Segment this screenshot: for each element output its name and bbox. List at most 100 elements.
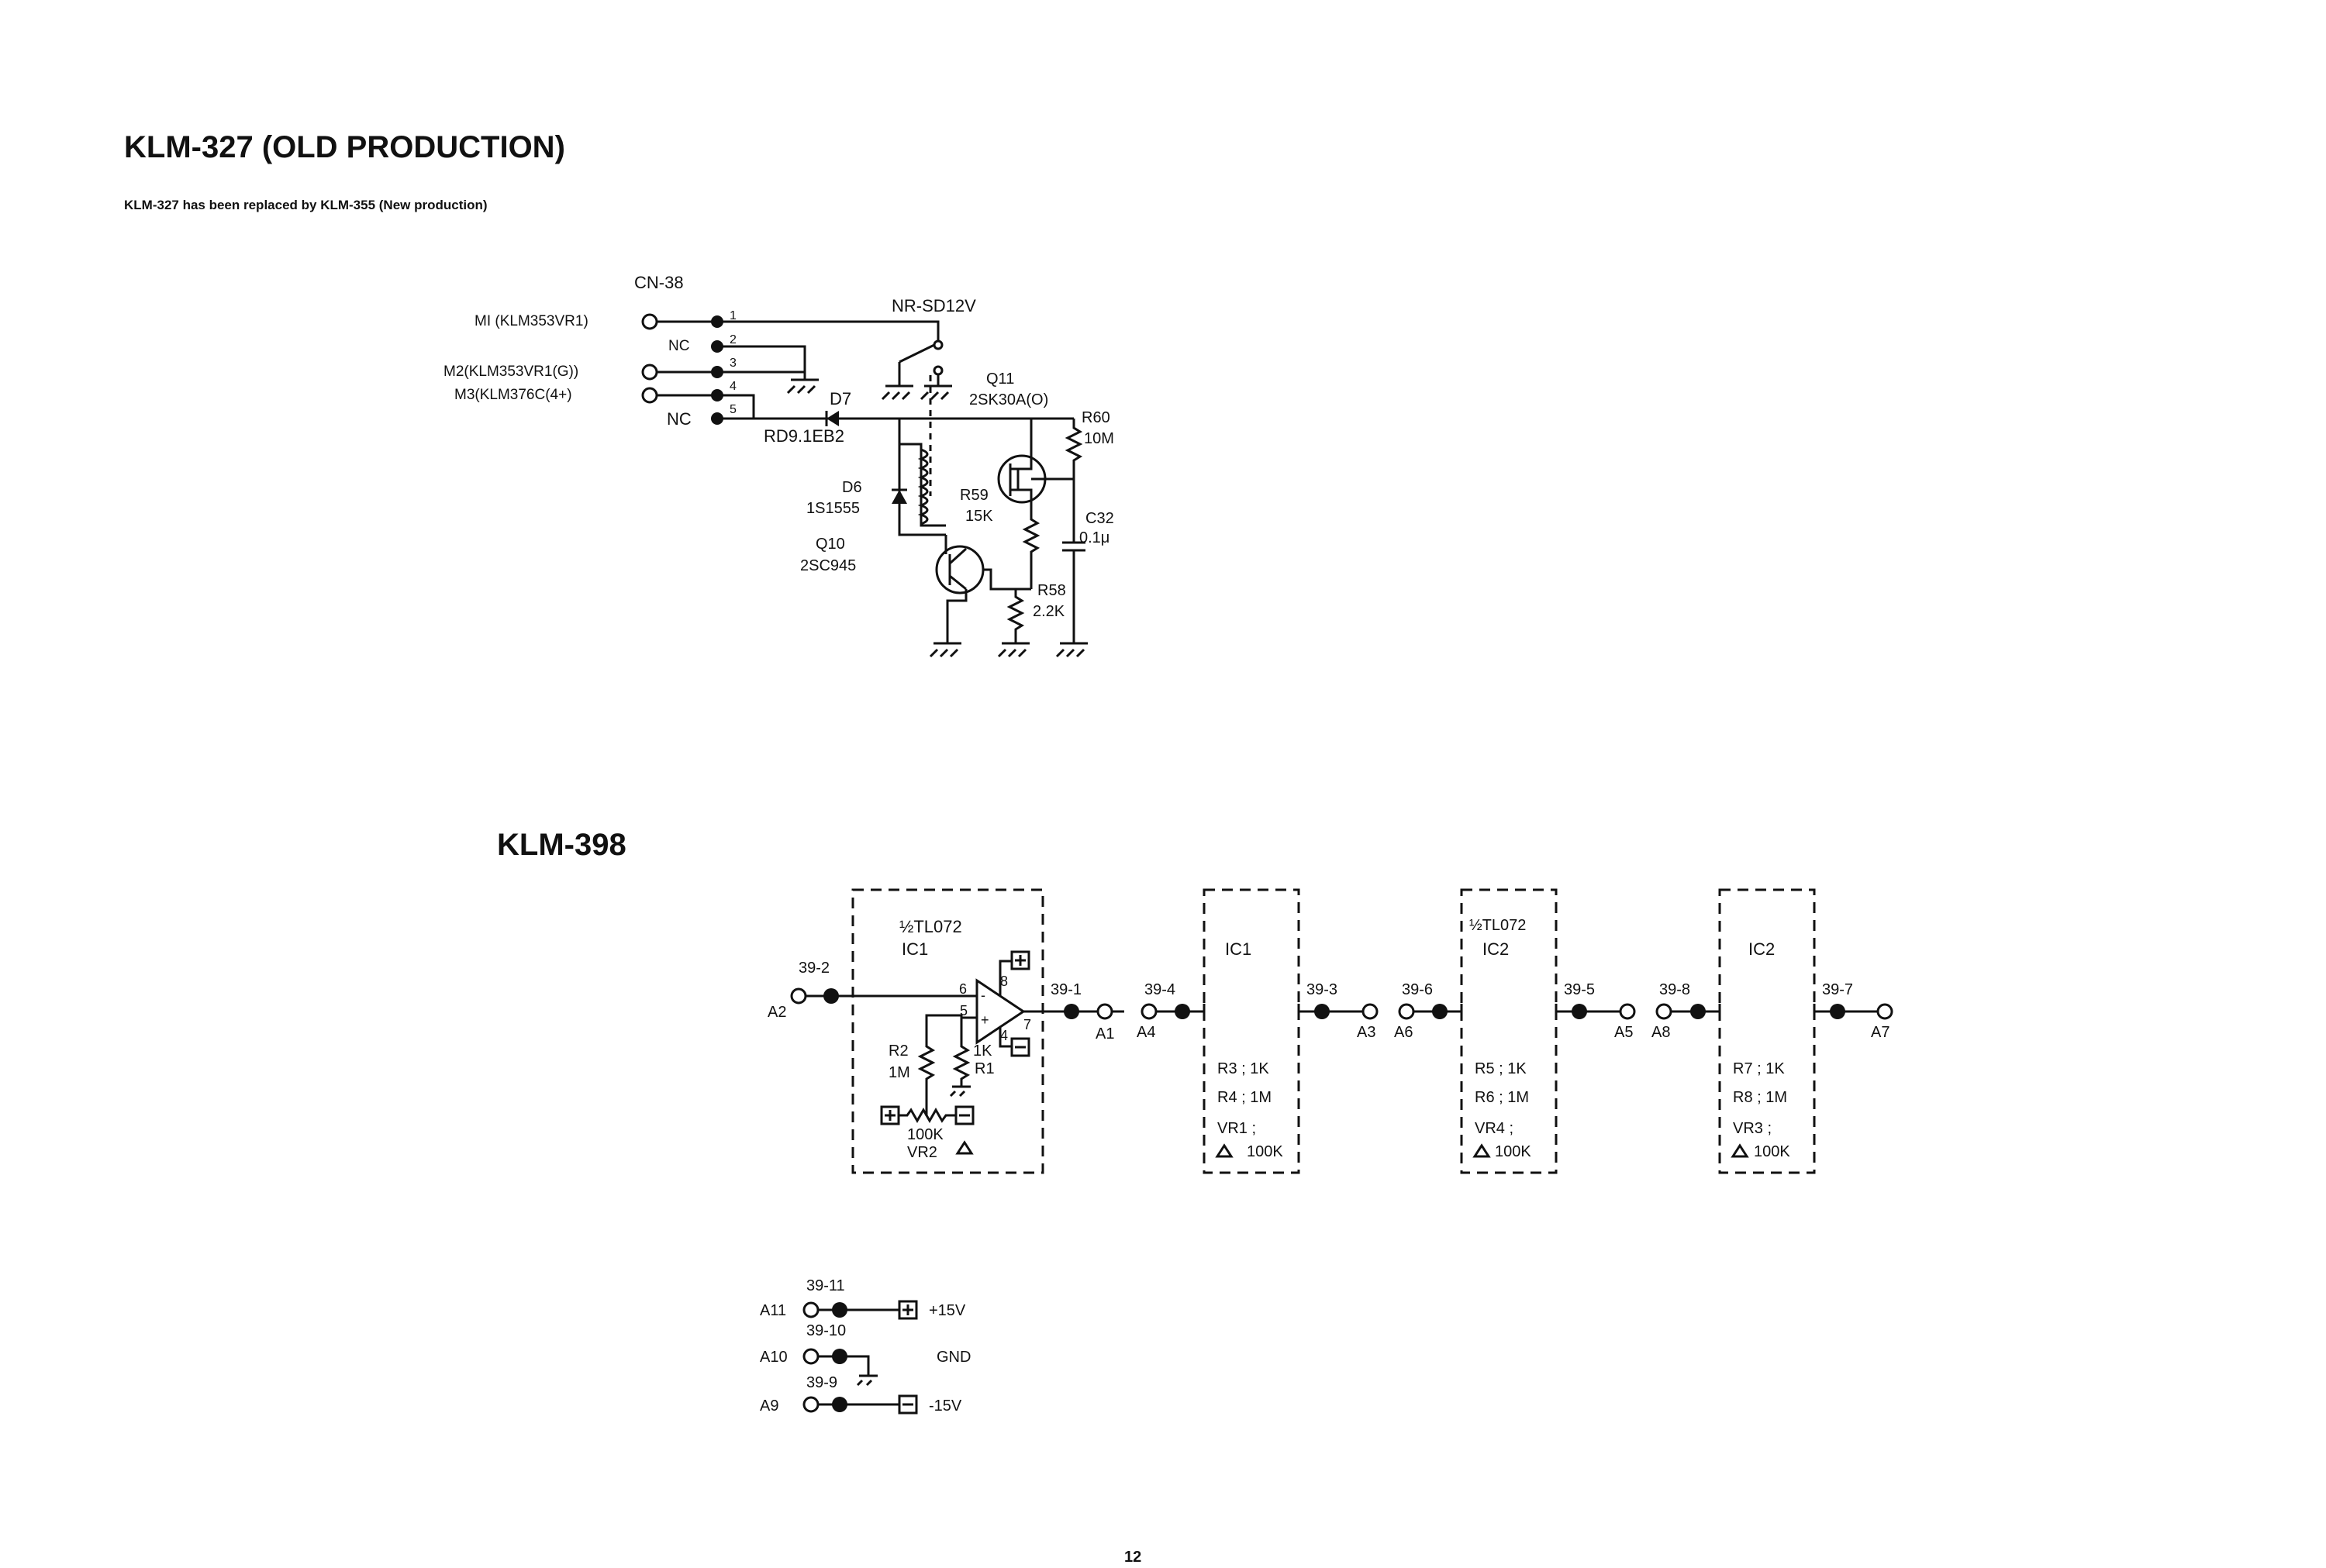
stage-ic-label: IC2 xyxy=(1748,939,1775,959)
stage-ic-type: ½TL072 xyxy=(1469,917,1526,934)
input-label-nc-5: NC xyxy=(667,409,692,429)
power-connector: 39-11 A11 +15V 39-10 A10 GND 39-9 A9 -15… xyxy=(760,1277,971,1415)
stage-output-node: A3 xyxy=(1357,1024,1375,1041)
power-pin-label: 39-9 xyxy=(806,1374,837,1391)
noninverting-input-sign: + xyxy=(981,1012,989,1028)
negative-supply-symbol xyxy=(954,1105,975,1125)
stage-block-1: IC1 R3 ; 1K R4 ; 1M VR1 ; 100K 39-4 A4 3… xyxy=(1137,888,1379,1174)
relay-contact xyxy=(933,365,944,376)
op-amp-pin-number: 4 xyxy=(1000,1028,1008,1043)
power-pin-label: 39-10 xyxy=(806,1322,846,1339)
op-amp-pin-number: 8 xyxy=(1000,974,1008,989)
connector-pin xyxy=(1572,1004,1587,1019)
connector-pin xyxy=(1432,1004,1448,1019)
ground-symbol xyxy=(881,362,913,401)
stage-block-2: ½TL072 IC2 R5 ; 1K R6 ; 1M VR4 ; 100K 39… xyxy=(1394,888,1636,1174)
ic-type-label: ½TL072 xyxy=(899,917,962,936)
stage-ic-label: IC2 xyxy=(1482,939,1509,959)
stage-output-pin: 39-5 xyxy=(1564,981,1595,998)
resistor-r2 xyxy=(917,1014,977,1116)
connector-pin xyxy=(832,1302,847,1318)
stage-input-node: A4 xyxy=(1137,1024,1155,1041)
zener-diode-d7 xyxy=(827,411,839,426)
plus-mark xyxy=(885,1110,896,1121)
q10-label: Q10 xyxy=(816,536,845,553)
stage-resistor-a: R7 ; 1K xyxy=(1733,1060,1785,1077)
q10-value: 2SC945 xyxy=(800,557,856,574)
d6-value: 1S1555 xyxy=(806,500,860,517)
relay-contact xyxy=(933,339,944,350)
q11-leads xyxy=(1009,419,1074,515)
connector-pin xyxy=(1690,1004,1706,1019)
r58-value: 2.2K xyxy=(1033,603,1065,620)
stage-resistor-a: R3 ; 1K xyxy=(1217,1060,1269,1077)
page-title: KLM-327 (OLD PRODUCTION) xyxy=(124,130,565,164)
stage-input-pin: 39-8 xyxy=(1659,981,1690,998)
klm398-schematic: ½TL072 IC1 39-2 A2 - + 6 5 8 4 7 39-1 A1… xyxy=(760,888,1893,1415)
wire xyxy=(1297,1004,1363,1019)
terminal-ring xyxy=(790,987,807,1005)
ground-symbol xyxy=(786,378,819,395)
wire xyxy=(898,419,946,536)
connector-pin xyxy=(823,988,839,1004)
q11-value: 2SK30A(O) xyxy=(969,391,1048,408)
resistor-r59 xyxy=(1022,515,1040,589)
negative-supply-symbol xyxy=(898,1394,918,1415)
r1-label: R1 xyxy=(975,1060,995,1077)
stage-output-node: A7 xyxy=(1871,1024,1889,1041)
pin-number: 3 xyxy=(730,357,737,370)
vr2-label: VR2 xyxy=(907,1144,937,1161)
pin-number: 4 xyxy=(730,380,737,393)
terminal-ring xyxy=(1619,1003,1636,1020)
terminal-ring xyxy=(1141,1003,1158,1020)
stage-resistor-b: R8 ; 1M xyxy=(1733,1089,1787,1106)
q11-label: Q11 xyxy=(986,370,1014,388)
stage-box xyxy=(1203,888,1300,1174)
r60-label: R60 xyxy=(1082,409,1110,426)
stage-vr-label: VR3 ; xyxy=(1733,1120,1772,1137)
stage-output-pin: 39-3 xyxy=(1306,981,1337,998)
stage-vr-value: 100K xyxy=(1754,1143,1790,1160)
op-amp-pin-number: 7 xyxy=(1023,1017,1031,1032)
c32-value: 0.1μ xyxy=(1079,529,1110,546)
output-pin-label: 39-1 xyxy=(1051,981,1082,998)
wire xyxy=(657,320,940,345)
caution-triangle-icon xyxy=(1472,1143,1491,1158)
connector-pin xyxy=(1064,1004,1079,1019)
wire xyxy=(899,443,946,527)
stage-box xyxy=(1718,888,1816,1174)
r59-value: 15K xyxy=(965,508,993,525)
input-node-label: A2 xyxy=(768,1004,786,1021)
connector-pin xyxy=(832,1397,847,1412)
power-rail-label: GND xyxy=(937,1349,971,1366)
positive-supply-symbol xyxy=(898,1300,918,1320)
pin-number: 5 xyxy=(730,403,737,416)
terminal-ring xyxy=(641,313,658,330)
terminal-ring xyxy=(641,364,658,381)
resistor-r60 xyxy=(1065,419,1083,479)
ic1-stage-box xyxy=(851,888,1044,1174)
terminal-ring xyxy=(1361,1003,1379,1020)
c32-label: C32 xyxy=(1085,510,1114,527)
op-amp-pin-number: 6 xyxy=(959,981,967,997)
stage-block-3: IC2 R7 ; 1K R8 ; 1M VR3 ; 100K 39-8 A8 3… xyxy=(1651,888,1893,1174)
caution-triangle-icon xyxy=(955,1140,974,1155)
resistor-r58 xyxy=(997,589,1030,658)
input-label-m2: M2(KLM353VR1(G)) xyxy=(443,364,578,380)
vr2-value: 100K xyxy=(907,1126,944,1143)
stage-box xyxy=(1460,888,1558,1174)
power-node-label: A10 xyxy=(760,1349,788,1366)
terminal-ring xyxy=(802,1301,820,1318)
positive-supply-symbol xyxy=(1010,950,1030,970)
stage-output-node: A5 xyxy=(1614,1024,1633,1041)
input-label-nc-2: NC xyxy=(668,338,689,354)
r2-label: R2 xyxy=(889,1042,909,1060)
capacitor-c32 xyxy=(1055,479,1088,658)
d7-label: D7 xyxy=(830,389,851,408)
op-amp-pin-number: 5 xyxy=(960,1003,968,1018)
connector-pin xyxy=(832,1349,847,1364)
wire xyxy=(1813,1004,1878,1019)
relay-switch xyxy=(899,343,935,364)
power-node-label: A11 xyxy=(760,1302,786,1319)
pin-number: 2 xyxy=(730,333,737,346)
